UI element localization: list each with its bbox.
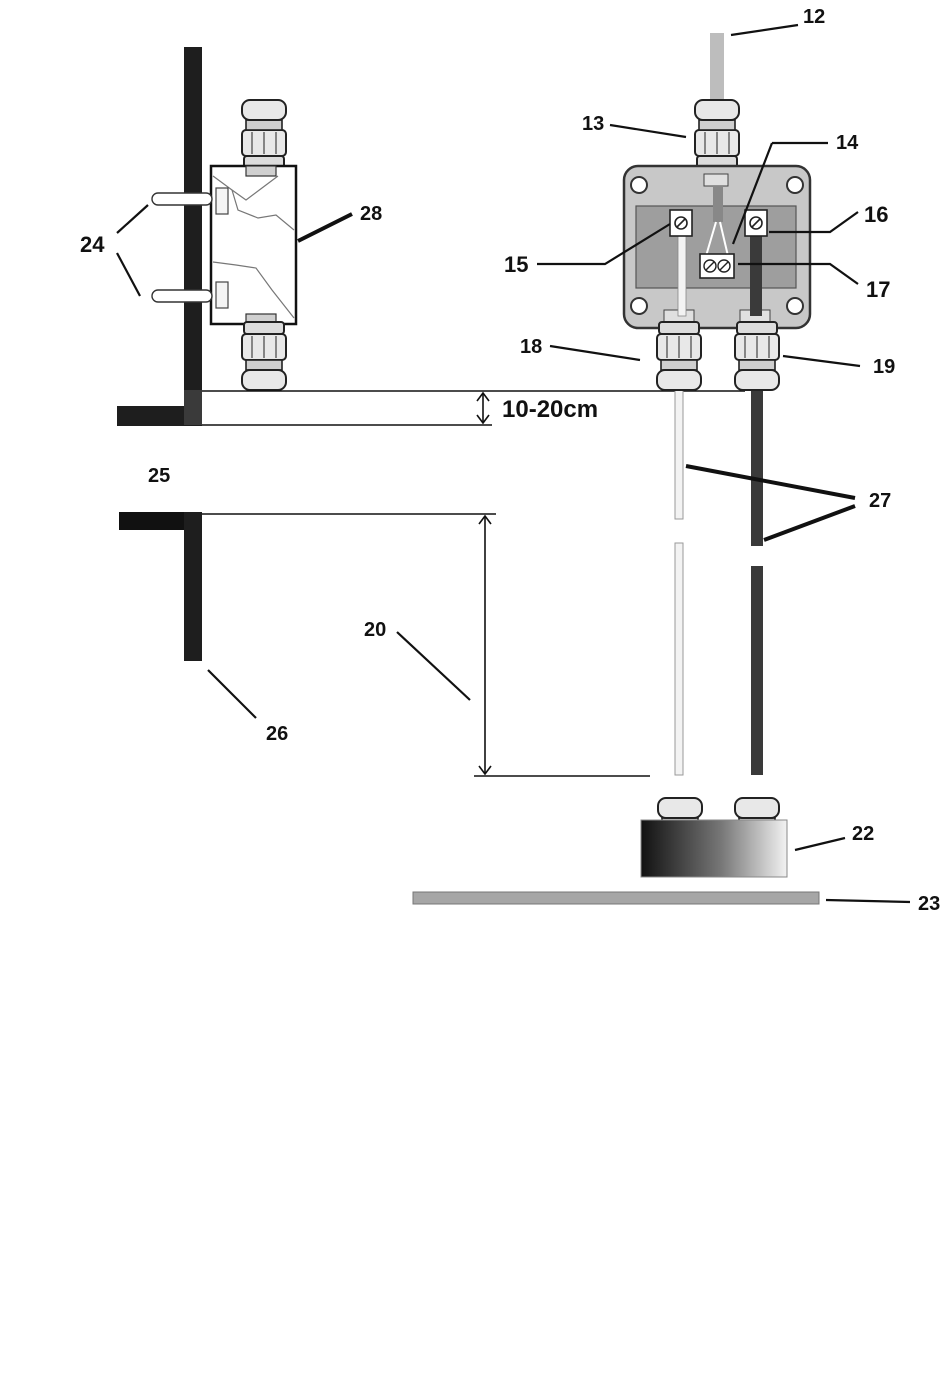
wall-edge-highlight bbox=[184, 390, 202, 425]
bracket-leg bbox=[184, 512, 202, 661]
cable-gland-19 bbox=[735, 322, 779, 390]
terminal-15 bbox=[670, 210, 692, 236]
label-17: 17 bbox=[866, 277, 890, 302]
screw-lower bbox=[152, 290, 212, 302]
wall-mounted-box bbox=[211, 100, 296, 390]
label-18: 18 bbox=[520, 336, 542, 358]
screw-upper bbox=[152, 193, 212, 205]
base-plate bbox=[413, 892, 819, 904]
dark-cable-upper bbox=[751, 386, 763, 546]
top-cable-gland bbox=[695, 100, 739, 168]
label-14: 14 bbox=[836, 132, 859, 154]
dimension-text: 10-20cm bbox=[502, 396, 598, 423]
cable-gland-18 bbox=[657, 322, 701, 390]
label-16: 16 bbox=[864, 202, 888, 227]
label-20: 20 bbox=[364, 619, 386, 641]
bracket bbox=[119, 512, 202, 661]
label-22: 22 bbox=[852, 823, 874, 845]
wall-box-bottom-gland bbox=[242, 322, 286, 390]
label-28: 28 bbox=[360, 203, 382, 225]
dark-cable-lower bbox=[751, 566, 763, 775]
wall-box-top-gland bbox=[242, 100, 286, 168]
mounting-screws bbox=[152, 193, 212, 302]
terminal-block-17 bbox=[700, 254, 734, 278]
label-13: 13 bbox=[582, 113, 604, 135]
terminal-16 bbox=[745, 210, 767, 236]
light-cable-lower bbox=[675, 543, 683, 775]
leader-lines bbox=[117, 25, 910, 902]
label-19: 19 bbox=[873, 356, 895, 378]
dimension-10-20cm bbox=[202, 391, 745, 425]
label-27: 27 bbox=[869, 490, 891, 512]
label-12: 12 bbox=[803, 6, 825, 28]
light-cable-upper bbox=[675, 386, 683, 519]
sensor-assembly bbox=[413, 798, 819, 904]
label-23: 23 bbox=[918, 893, 940, 915]
wall-vertical bbox=[184, 47, 202, 425]
wall-assembly bbox=[117, 47, 202, 426]
label-15: 15 bbox=[504, 252, 528, 277]
label-25: 25 bbox=[148, 465, 170, 487]
sensor-body bbox=[641, 820, 787, 877]
label-24: 24 bbox=[80, 232, 105, 257]
label-26: 26 bbox=[266, 723, 288, 745]
supply-cable bbox=[710, 33, 724, 108]
